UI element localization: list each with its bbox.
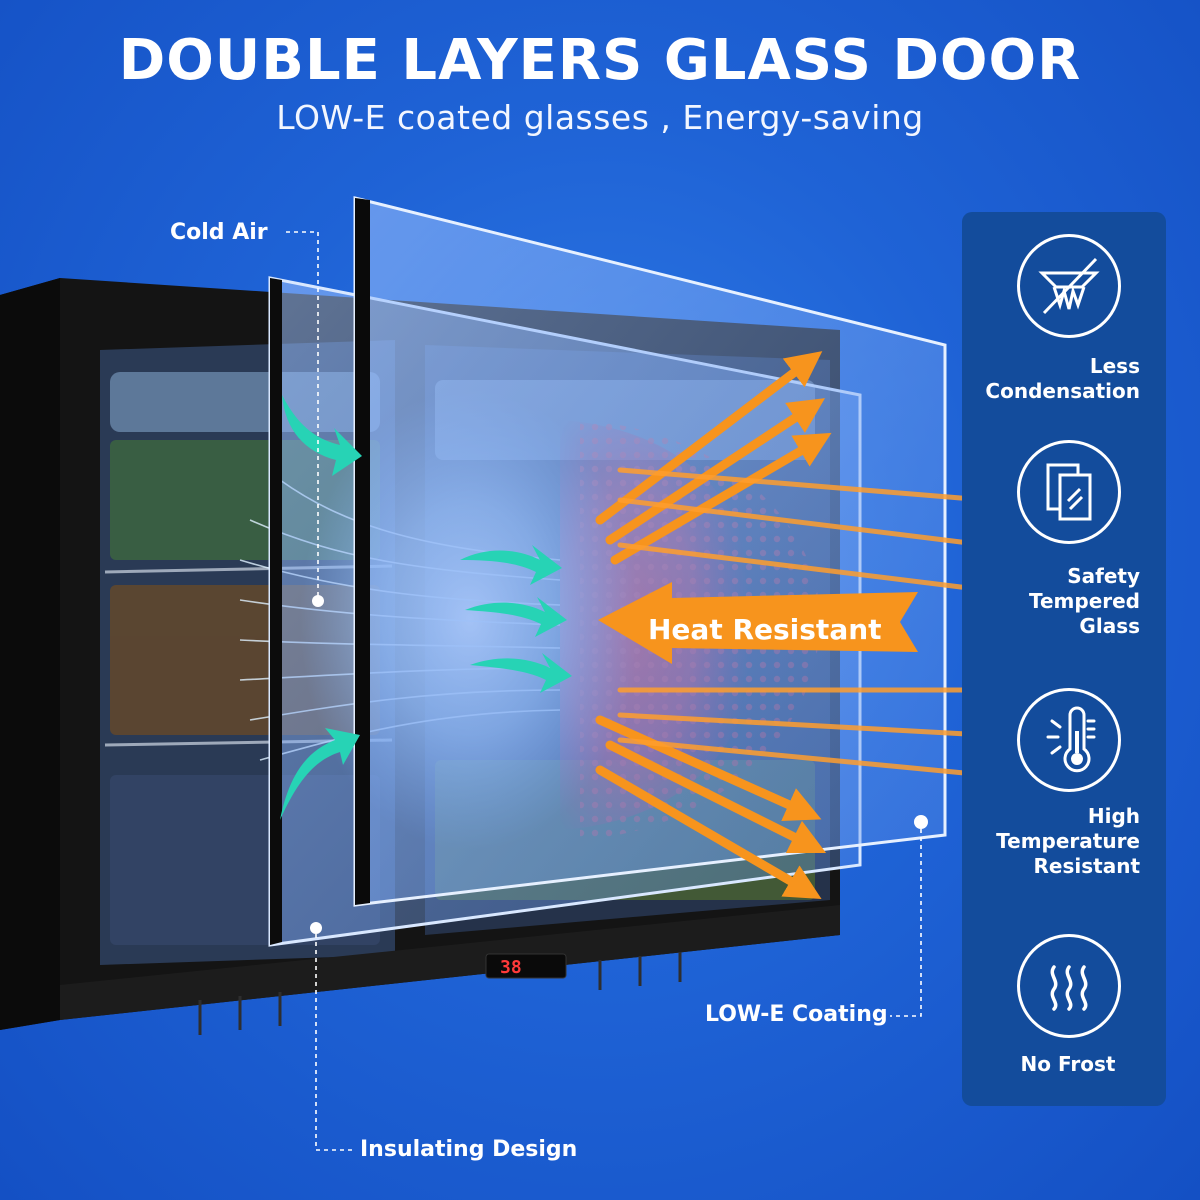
temperature-display bbox=[485, 953, 567, 979]
cold-air-arrows bbox=[280, 395, 572, 820]
callout-leaders bbox=[286, 231, 922, 1151]
feature-label: Safety Tempered Glass bbox=[1028, 564, 1140, 638]
insulating-design-label: Insulating Design bbox=[360, 1137, 578, 1162]
heat-arrows bbox=[595, 351, 832, 900]
no-frost-icon bbox=[1017, 934, 1121, 1038]
less-condensation-icon bbox=[1017, 234, 1121, 338]
feature-label: High Temperature Resistant bbox=[996, 804, 1140, 878]
thermometer-icon bbox=[1017, 688, 1121, 792]
feature-label: Less Condensation bbox=[985, 354, 1140, 403]
temperature-readout: 38 bbox=[500, 957, 522, 978]
feature-panel: Less Condensation Safety Tempered Glass bbox=[962, 212, 1166, 1106]
feature-label: No Frost bbox=[1020, 1052, 1116, 1076]
page-title: DOUBLE LAYERS GLASS DOOR bbox=[118, 28, 1082, 93]
tempered-glass-icon bbox=[1017, 440, 1121, 544]
low-e-coating-label: LOW-E Coating bbox=[705, 1002, 888, 1027]
heat-resistant-arrow bbox=[598, 582, 918, 664]
page-subtitle: LOW-E coated glasses , Energy-saving bbox=[276, 98, 924, 137]
cold-air-label: Cold Air bbox=[170, 220, 268, 245]
heat-resistant-label: Heat Resistant bbox=[648, 613, 882, 646]
heat-rays bbox=[617, 467, 988, 778]
